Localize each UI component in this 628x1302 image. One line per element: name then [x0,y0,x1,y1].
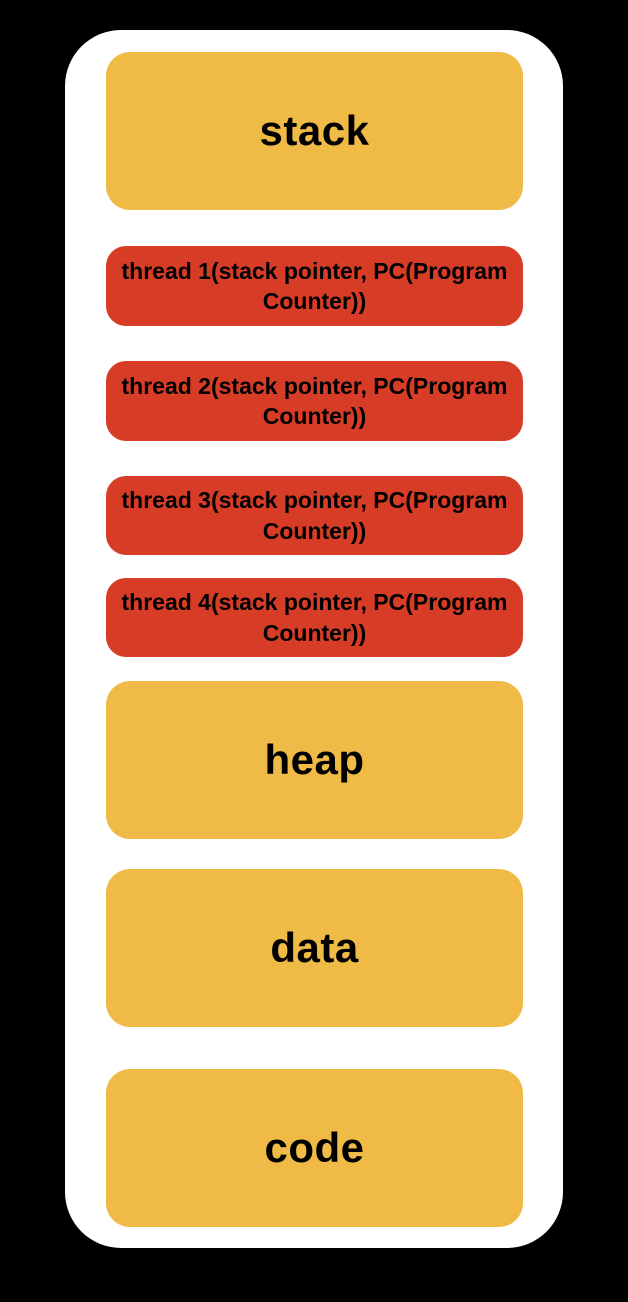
thread-block-3: thread 3(stack pointer, PC(Program Count… [106,476,523,555]
thread-block-1: thread 1(stack pointer, PC(Program Count… [106,246,523,326]
memory-segment-data-label: data [270,924,359,971]
memory-segment-stack-label: stack [259,107,370,154]
thread-block-2: thread 2(stack pointer, PC(Program Count… [106,361,523,441]
thread-block-3-label: thread 3(stack pointer, PC(Program Count… [121,487,508,544]
thread-block-1-label: thread 1(stack pointer, PC(Program Count… [121,257,508,314]
memory-segment-code-label: code [264,1124,365,1171]
memory-segment-heap: heap [106,681,523,839]
memory-segment-code: code [106,1069,523,1227]
memory-segment-heap-label: heap [264,736,365,783]
memory-segment-data: data [106,869,523,1027]
memory-segment-stack: stack [106,52,523,210]
thread-block-4-label: thread 4(stack pointer, PC(Program Count… [121,589,508,646]
process-memory-container: stack thread 1(stack pointer, PC(Program… [65,30,563,1248]
thread-block-2-label: thread 2(stack pointer, PC(Program Count… [121,372,508,429]
thread-block-4: thread 4(stack pointer, PC(Program Count… [106,578,523,657]
